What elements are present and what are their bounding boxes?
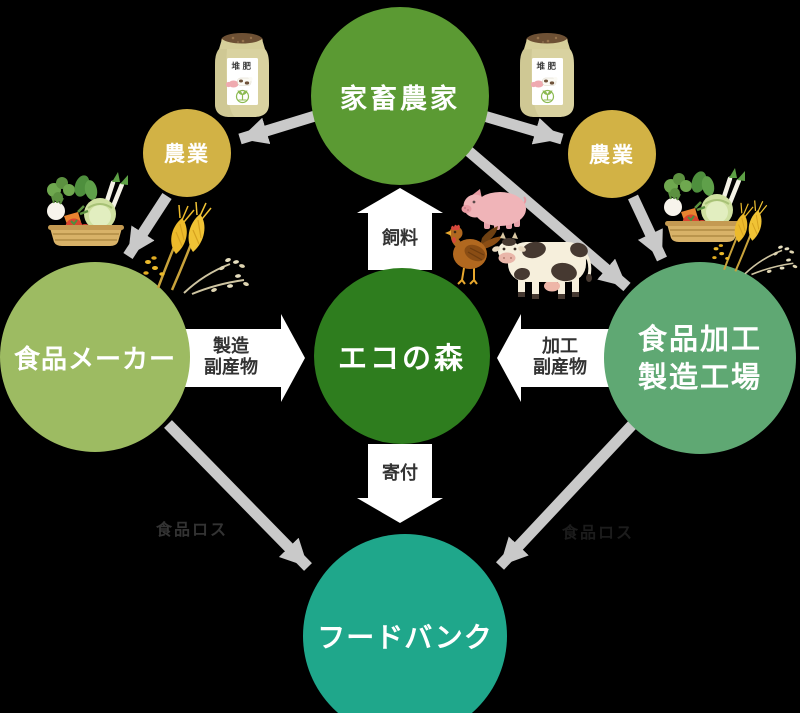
compost-bag-sprout-mark (540, 89, 555, 104)
label-processing-byproduct-line1: 加工 (542, 336, 578, 357)
node-factory-label-line1: 食品加工 (637, 322, 762, 356)
node-eco-forest: エコの森 (314, 268, 490, 444)
pig-icon (461, 189, 527, 230)
arrow-agriculture-to-food-maker (123, 193, 172, 259)
label-processing-byproduct: 加工 副産物 (512, 336, 608, 378)
vegetable-basket-icon (664, 168, 745, 242)
node-agriculture-right: 農業 (568, 110, 656, 198)
label-manufacturing-byproduct-line1: 製造 (213, 336, 249, 357)
arrow-agriculture-to-factory (628, 194, 667, 262)
label-food-loss-left: 食品ロス (156, 520, 229, 539)
node-livestock-farm-label: 家畜農家 (340, 83, 460, 115)
node-agriculture-left-label: 農業 (164, 142, 210, 166)
label-manufacturing-byproduct: 製造 副産物 (183, 336, 279, 378)
node-agriculture-right-label: 農業 (589, 143, 635, 167)
vegetable-basket-icon (47, 172, 128, 246)
arrow-processing-byproduct (497, 314, 622, 402)
node-agriculture-left: 農業 (143, 109, 231, 197)
label-donation: 寄付 (382, 463, 418, 484)
compost-bag-cow-pig-art (225, 77, 253, 88)
compost-bag-text: 堆肥 (231, 61, 253, 72)
compost-bag-icon: 堆肥 (520, 33, 574, 117)
cow-icon (492, 232, 592, 299)
node-livestock-farm: 家畜農家 (311, 7, 489, 185)
node-eco-forest-label: エコの森 (337, 341, 466, 375)
label-food-loss-right: 食品ロス (562, 523, 635, 542)
rooster-icon (445, 224, 502, 285)
arrow-livestock-to-agriculture-left (238, 110, 317, 145)
arrow-feed (357, 188, 443, 270)
node-food-bank-label: フードバンク (317, 621, 493, 654)
compost-bag-cow-pig-art (530, 77, 558, 88)
node-food-maker-label: 食品メーカー (13, 344, 176, 375)
arrow-food-maker-to-food-bank (164, 420, 312, 571)
label-processing-byproduct-line2: 副産物 (533, 357, 587, 378)
arrow-donation (357, 444, 443, 523)
wheat-rice-icon (143, 201, 249, 295)
node-factory-label-line2: 製造工場 (637, 360, 762, 394)
compost-bag-sprout-mark (235, 89, 250, 104)
node-food-bank: フードバンク (303, 534, 507, 713)
label-manufacturing-byproduct-line2: 副産物 (204, 357, 258, 378)
compost-bag-icon: 堆肥 (215, 33, 269, 117)
arrow-livestock-to-agriculture-right (482, 110, 564, 145)
arrow-factory-to-food-bank (495, 420, 638, 570)
label-feed: 飼料 (382, 228, 418, 249)
compost-bag-text: 堆肥 (536, 61, 558, 72)
arrow-manufacturing-byproduct (180, 314, 305, 402)
arrow-livestock-to-factory (461, 143, 631, 292)
node-food-maker: 食品メーカー (0, 262, 190, 452)
wheat-rice-icon (712, 200, 798, 276)
node-factory: 食品加工 製造工場 (604, 262, 796, 454)
